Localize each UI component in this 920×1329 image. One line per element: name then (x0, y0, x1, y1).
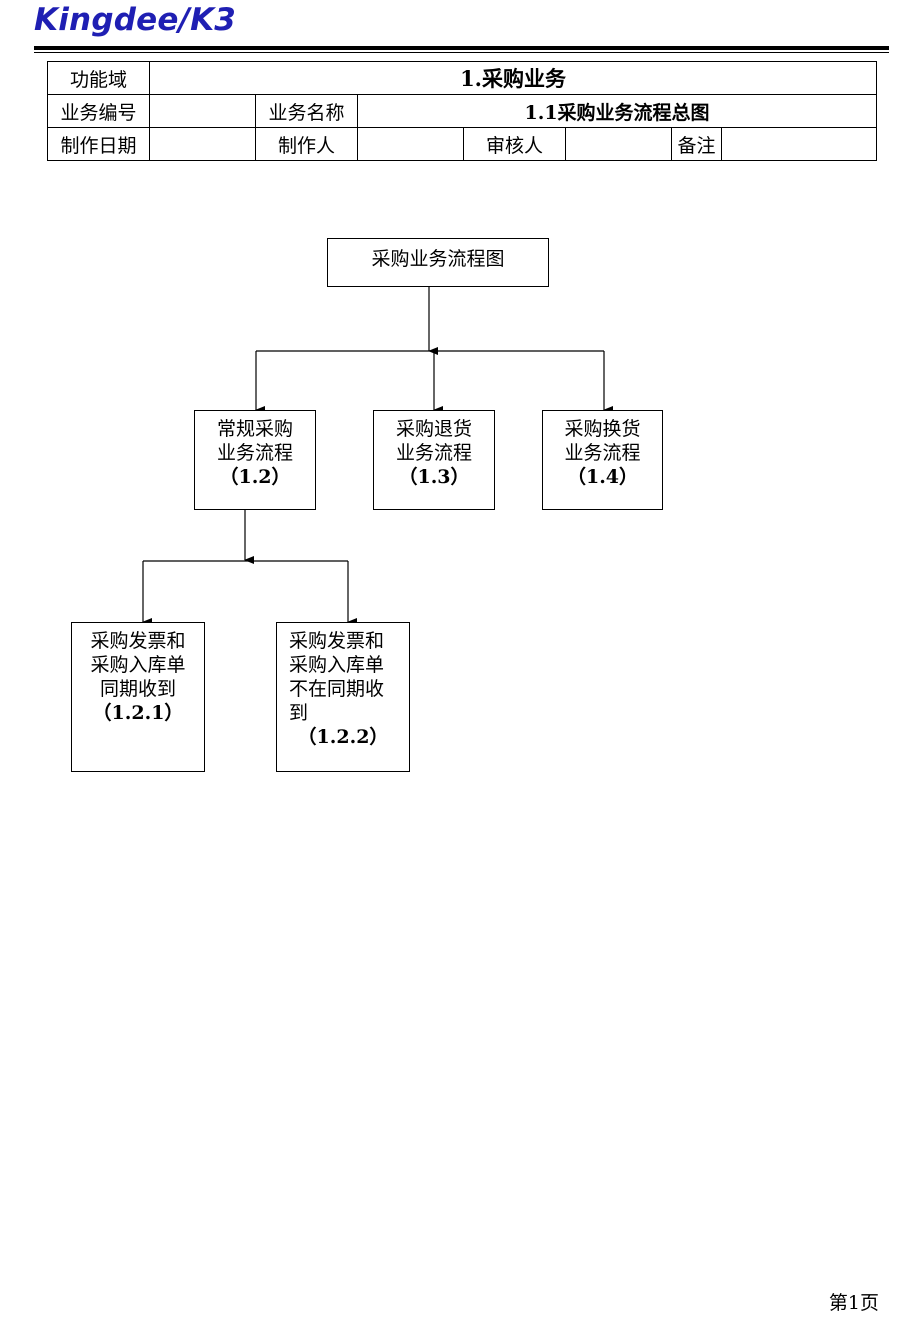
business-name-label: 业务名称 (255, 94, 358, 128)
different-period-line-3: 不在同期收 (289, 678, 385, 700)
same-period-receipt-box: 采购发票和 采购入库单 同期收到 （1.2.1） (71, 622, 205, 772)
different-period-receipt-box: 采购发票和 采购入库单 不在同期收 到 （1.2.2） (276, 622, 410, 772)
domain-value: 1.采购业务 (148, 61, 878, 95)
reviewer-value (565, 127, 672, 161)
same-period-line-1: 采购发票和 (90, 630, 186, 652)
author-value (357, 127, 464, 161)
header-divider-thick (34, 46, 889, 50)
different-period-line-2: 采购入库单 (289, 654, 385, 676)
regular-line-2: 业务流程 (216, 442, 293, 464)
author-label: 制作人 (255, 127, 358, 161)
root-label: 采购业务流程图 (371, 248, 505, 270)
document-info-table: 功能域 1.采购业务 业务编号 业务名称 1.1采购业务流程总图 制作日期 制作… (47, 61, 878, 161)
business-name-value: 1.1采购业务流程总图 (356, 94, 878, 128)
business-no-label: 业务编号 (47, 94, 150, 128)
same-period-code: （1.2.1） (92, 702, 184, 724)
same-period-line-3: 同期收到 (99, 678, 176, 700)
different-period-line-4: 到 (289, 702, 309, 724)
return-code: （1.3） (398, 466, 470, 488)
page-number: 第1页 (828, 1292, 879, 1314)
reviewer-label: 审核人 (463, 127, 566, 161)
business-no-value (149, 94, 256, 128)
different-period-line-1: 采购发票和 (289, 630, 385, 652)
exchange-code: （1.4） (566, 466, 639, 488)
purchase-return-process-box: 采购退货 业务流程 （1.3） (373, 410, 495, 510)
domain-label: 功能域 (47, 61, 150, 95)
exchange-line-1: 采购换货 (564, 418, 641, 440)
header-divider-thin (34, 52, 889, 53)
remark-value (720, 127, 878, 161)
remark-label: 备注 (671, 127, 722, 161)
return-line-1: 采购退货 (395, 418, 472, 440)
return-line-2: 业务流程 (395, 442, 472, 464)
different-period-code: （1.2.2） (297, 726, 389, 748)
regular-code: （1.2） (219, 466, 291, 488)
exchange-line-2: 业务流程 (564, 442, 641, 464)
purchase-exchange-process-box: 采购换货 业务流程 （1.4） (542, 410, 663, 510)
regular-purchase-process-box: 常规采购 业务流程 （1.2） (194, 410, 316, 510)
kingdee-k3-logo: Kingdee/K3 (34, 2, 237, 38)
regular-line-1: 常规采购 (216, 418, 293, 440)
purchase-flow-root-box: 采购业务流程图 (327, 238, 549, 287)
date-label: 制作日期 (47, 127, 150, 161)
same-period-line-2: 采购入库单 (90, 654, 186, 676)
date-value (149, 127, 256, 161)
